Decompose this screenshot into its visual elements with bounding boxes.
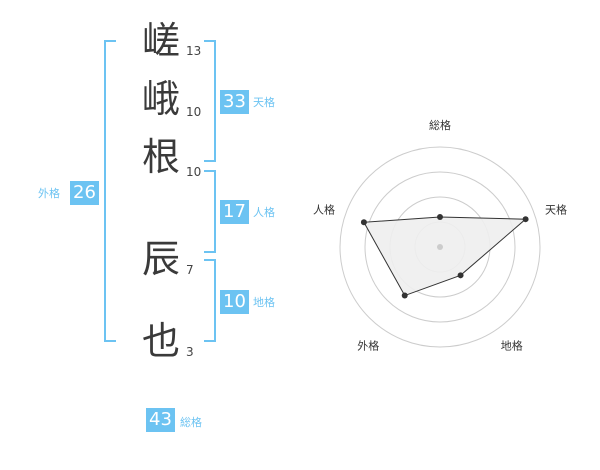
name-char-3: 根 (141, 135, 180, 179)
radar-axis-label-3: 地格 (501, 339, 523, 353)
tenkaku-bracket (204, 40, 216, 162)
radar-axis-label-4: 外格 (357, 339, 379, 353)
radar-point-5 (360, 219, 367, 226)
radar-axis-label-2: 天格 (545, 202, 567, 216)
radar-center-dot (437, 244, 443, 250)
radar-ring (339, 146, 541, 348)
radar-point-2 (522, 216, 529, 223)
name-char-2: 峨 (141, 77, 180, 121)
jinkaku-label: 人格 (253, 206, 275, 219)
radar-point-4 (401, 292, 408, 299)
tenkaku-label: 天格 (253, 96, 275, 109)
radar-series-area (363, 216, 527, 297)
jinkaku-badge: 17 (220, 200, 249, 224)
gaikaku-badge: 26 (70, 181, 99, 205)
gaikaku-bracket (104, 40, 116, 342)
radar-axis-label-5: 人格 (313, 202, 335, 216)
name-char-5: 也 (141, 319, 180, 363)
name-char-4: 辰 (141, 237, 180, 281)
radar-ring (364, 171, 516, 323)
chikaku-badge: 10 (220, 290, 249, 314)
stroke-count-2: 10 (186, 105, 202, 119)
stroke-count-5: 3 (186, 345, 194, 359)
chikaku-bracket (204, 259, 216, 342)
radar-point-3 (457, 272, 464, 279)
jinkaku-bracket (204, 170, 216, 253)
chikaku-label: 地格 (253, 296, 275, 309)
stroke-count-3: 10 (186, 165, 202, 179)
radar-axis-label-1: 総格 (429, 118, 451, 132)
radar-points (360, 214, 529, 299)
radar-point-1 (437, 214, 443, 220)
stroke-count-4: 7 (186, 263, 194, 277)
soukaku-badge: 43 (146, 408, 175, 432)
soukaku-label: 総格 (180, 416, 202, 429)
name-char-1: 嵯 (141, 19, 180, 63)
tenkaku-badge: 33 (220, 90, 249, 114)
gaikaku-label: 外格 (38, 187, 60, 200)
stroke-count-1: 13 (186, 44, 202, 58)
